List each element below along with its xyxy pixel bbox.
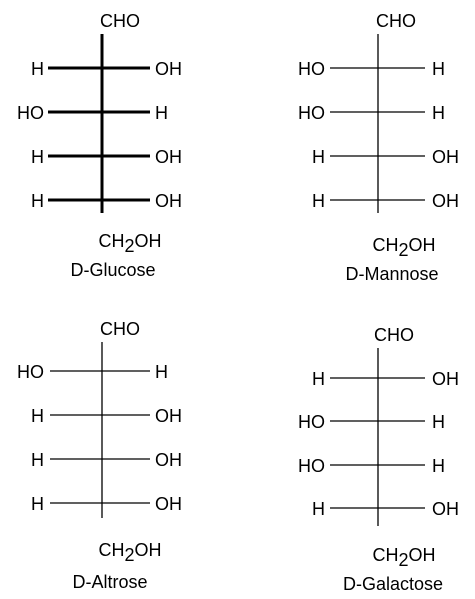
hydroxymethyl-group: CH2OH [372, 235, 435, 260]
structure-name: D-Altrose [72, 572, 147, 592]
right-substituent: H [432, 59, 445, 79]
right-substituent: H [432, 456, 445, 476]
stereocenter-row-3: HO H [298, 456, 445, 476]
left-substituent: H [312, 147, 325, 167]
left-substituent: H [31, 406, 44, 426]
stereocenter-row-3: H OH [312, 147, 459, 167]
stereocenter-row-2: HO H [298, 103, 445, 123]
aldehyde-group: CHO [100, 11, 140, 31]
stereocenter-row-4: H OH [31, 191, 182, 211]
aldehyde-group: CHO [100, 319, 140, 339]
left-substituent: HO [298, 59, 325, 79]
left-substituent: HO [298, 103, 325, 123]
stereocenter-row-1: HO H [298, 59, 445, 79]
hydroxymethyl-group: CH2OH [98, 231, 161, 256]
structure-name: D-Glucose [70, 260, 155, 280]
structure-d-altrose: CHO HO H H OH H OH H OH CH2OH D-Altrose [17, 319, 182, 592]
right-substituent: OH [155, 191, 182, 211]
left-substituent: H [31, 494, 44, 514]
stereocenter-row-2: HO H [17, 103, 168, 123]
right-substituent: OH [155, 494, 182, 514]
left-substituent: HO [17, 362, 44, 382]
structure-d-galactose: CHO H OH HO H HO H H OH CH2OH D-Galactos… [298, 325, 459, 594]
right-substituent: OH [155, 59, 182, 79]
aldehyde-group: CHO [374, 325, 414, 345]
stereocenter-row-4: H OH [312, 499, 459, 519]
right-substituent: H [155, 103, 168, 123]
aldehyde-group: CHO [376, 11, 416, 31]
stereocenter-row-4: H OH [31, 494, 182, 514]
left-substituent: H [31, 147, 44, 167]
left-substituent: H [312, 191, 325, 211]
right-substituent: OH [155, 406, 182, 426]
right-substituent: OH [432, 147, 459, 167]
structure-d-mannose: CHO HO H HO H H OH H OH CH2OH D-Mannose [298, 11, 459, 284]
right-substituent: OH [432, 499, 459, 519]
stereocenter-row-3: H OH [31, 147, 182, 167]
stereocenter-row-2: HO H [298, 412, 445, 432]
left-substituent: HO [298, 456, 325, 476]
right-substituent: OH [155, 147, 182, 167]
right-substituent: OH [432, 191, 459, 211]
stereocenter-row-3: H OH [31, 450, 182, 470]
stereocenter-row-1: HO H [17, 362, 168, 382]
right-substituent: H [432, 412, 445, 432]
right-substituent: H [432, 103, 445, 123]
hydroxymethyl-group: CH2OH [98, 540, 161, 565]
stereocenter-row-1: H OH [312, 369, 459, 389]
left-substituent: H [312, 369, 325, 389]
right-substituent: H [155, 362, 168, 382]
left-substituent: H [31, 450, 44, 470]
structure-d-glucose: CHO H OH HO H H OH H OH CH2OH D-Glucose [17, 11, 182, 280]
left-substituent: HO [17, 103, 44, 123]
left-substituent: HO [298, 412, 325, 432]
left-substituent: H [312, 499, 325, 519]
stereocenter-row-2: H OH [31, 406, 182, 426]
right-substituent: OH [155, 450, 182, 470]
hydroxymethyl-group: CH2OH [372, 545, 435, 570]
stereocenter-row-1: H OH [31, 59, 182, 79]
stereocenter-row-4: H OH [312, 191, 459, 211]
left-substituent: H [31, 191, 44, 211]
left-substituent: H [31, 59, 44, 79]
structure-name: D-Mannose [345, 264, 438, 284]
right-substituent: OH [432, 369, 459, 389]
structure-name: D-Galactose [343, 574, 443, 594]
